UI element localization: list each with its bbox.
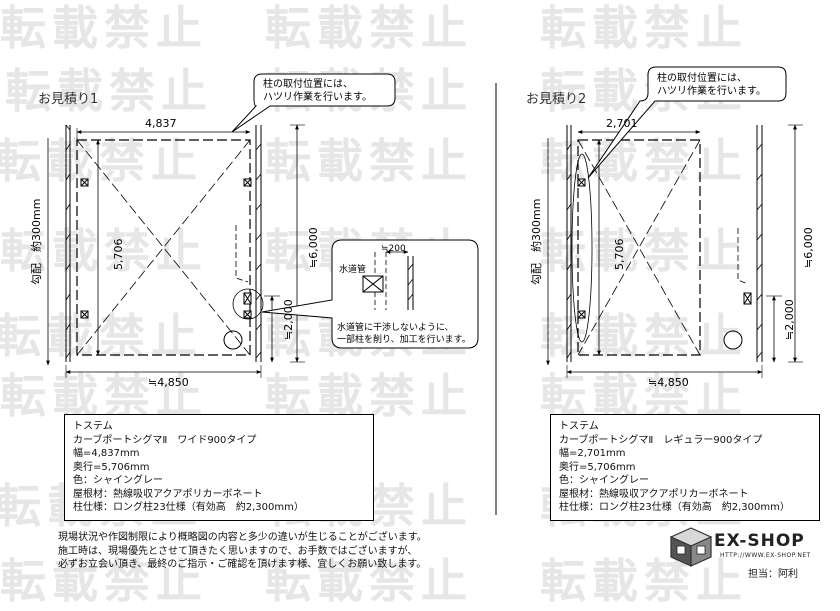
spec-line: 色：シャイングレー — [73, 475, 163, 486]
notes: 現場状況や作図制限により概略図の内容と多少の違いが生じることがございます。 施工… — [58, 531, 427, 572]
watermark-text: 転載禁止 — [0, 1, 208, 55]
spec-box-2: トステム カーブポートシグマⅡ レギュラー900タイプ 幅=2,701mm 奥行… — [550, 414, 820, 521]
post-marker — [80, 178, 89, 187]
total-width-label: ≒4,850 — [648, 376, 689, 389]
spec-line: 奥行=5,706mm — [73, 461, 150, 473]
left-wall — [566, 125, 572, 362]
callout-line-2: ハツリ作業を行います。 — [657, 84, 766, 97]
total-width-label: ≒4,850 — [148, 376, 189, 389]
height-label: ≒6,000 — [802, 227, 815, 268]
callout-bubble — [231, 73, 396, 133]
slope-label: 勾配 約300mm — [529, 199, 543, 285]
depth-label: 5,706 — [613, 239, 626, 271]
watermark-text: 転載禁止 — [5, 64, 213, 118]
drawing1-title: お見積り1 — [38, 92, 99, 107]
water-pipe-route — [235, 225, 249, 283]
post-offset-label: ≒2,000 — [282, 299, 295, 340]
detail-highlight-circle — [232, 288, 264, 320]
logo-url: HTTP://WWW.EX-SHOP.NET — [720, 552, 811, 559]
spec-line: 屋根材：熱線吸収アクアポリカーボネート — [73, 488, 263, 500]
plan-drawings: 4,837 5,706 ≒4,850 ≒6,000 ≒2,000 勾配 約300… — [29, 66, 815, 515]
spec-line: 色：シャイングレー — [559, 475, 649, 486]
drawing2-plan: 2,701 5,706 ≒4,850 ≒6,000 ≒2,000 勾配 約300… — [529, 66, 815, 389]
detail-bubble — [261, 239, 479, 349]
left-wall — [65, 124, 71, 362]
width-label: 4,837 — [145, 117, 177, 130]
watermark-text: 転載禁止 — [0, 224, 208, 278]
depth-label: 5,706 — [112, 239, 125, 271]
watermark-text: 転載禁止 — [265, 1, 473, 55]
height-label: ≒6,000 — [307, 227, 320, 268]
logo-name: EX-SHOP — [714, 531, 805, 551]
detail-wall — [407, 256, 414, 310]
right-wall — [756, 125, 763, 362]
post-marker — [743, 292, 752, 305]
watermark-text: 転載禁止 — [540, 1, 748, 55]
manhole-icon — [723, 330, 743, 350]
callout-line-2: ハツリ作業を行います。 — [263, 90, 372, 103]
carport-roof-outline — [577, 139, 701, 356]
spec-line: トステム — [559, 421, 599, 432]
width-label: 2,701 — [606, 117, 638, 130]
water-pipe-route — [737, 228, 749, 285]
spec-line: 幅=2,701mm — [559, 448, 626, 459]
spec-box-1: トステム カーブポートシグマⅡ ワイド900タイプ 幅=4,837mm 奥行=5… — [64, 414, 374, 521]
detail-note-line-2: 一部柱を削り、加工を行います。 — [337, 333, 471, 345]
callout-line-1: 柱の取付位置には、 — [657, 71, 747, 84]
note-line: 必ずお立会い頂き、最終のご指示・ご確認を頂けます様、宜しくお願い致します。 — [58, 559, 427, 570]
pipe-label: 水道管 — [339, 263, 366, 275]
estimate-sheet: 転載禁止 転載禁止 転載禁止 転載禁止 転載禁止 転載禁止 転載禁止 転載禁止 … — [0, 1, 820, 608]
post-marker — [243, 292, 252, 305]
post-area-highlight — [571, 153, 593, 343]
spec-line: トステム — [73, 421, 113, 432]
spec-line: 屋根材：熱線吸収アクアポリカーボネート — [559, 488, 749, 500]
spec-line: カーブポートシグマⅡ ワイド900タイプ — [73, 434, 257, 446]
note-line: 施工時は、現場優先とさせて頂きたく思いますので、お手数ではございますが、 — [58, 545, 418, 557]
post-marker — [243, 310, 252, 319]
detail-note-line-1: 水道管に干渉しないように、 — [337, 321, 454, 333]
ex-shop-logo-icon — [669, 527, 713, 567]
right-wall — [255, 125, 262, 362]
manhole-icon — [223, 330, 243, 350]
watermark-text: 転載禁止 — [540, 134, 748, 188]
post-offset-label: ≒2,000 — [783, 299, 796, 340]
spec-line: カーブポートシグマⅡ レギュラー900タイプ — [559, 434, 763, 446]
staff-label: 担当：阿利 — [748, 569, 798, 580]
post-marker — [243, 178, 252, 187]
callout-bubble — [587, 66, 787, 179]
watermark-text: 転載禁止 — [540, 309, 748, 363]
drawing2-title: お見積り2 — [526, 92, 587, 107]
callout-line-1: 柱の取付位置には、 — [263, 77, 353, 90]
spec-line: 柱仕様：ロング柱23仕様（有効高 約2,300mm） — [559, 502, 790, 513]
post-marker — [577, 178, 586, 187]
drawing1-plan: 4,837 5,706 ≒4,850 ≒6,000 ≒2,000 勾配 約300… — [29, 73, 479, 389]
spec-line: 奥行=5,706mm — [559, 461, 636, 473]
slope-label: 勾配 約300mm — [29, 199, 43, 285]
detail-offset-label: ≒200 — [381, 244, 406, 254]
note-line: 現場状況や作図制限により概略図の内容と多少の違いが生じることがございます。 — [58, 532, 427, 543]
post-marker — [80, 310, 89, 319]
post-marker — [577, 310, 586, 319]
spec-line: 幅=4,837mm — [73, 448, 140, 459]
spec-line: 柱仕様：ロング柱23仕様（有効高 約2,300mm） — [73, 502, 304, 513]
carport-roof-outline — [76, 139, 251, 356]
detail-post-marker — [362, 275, 384, 293]
